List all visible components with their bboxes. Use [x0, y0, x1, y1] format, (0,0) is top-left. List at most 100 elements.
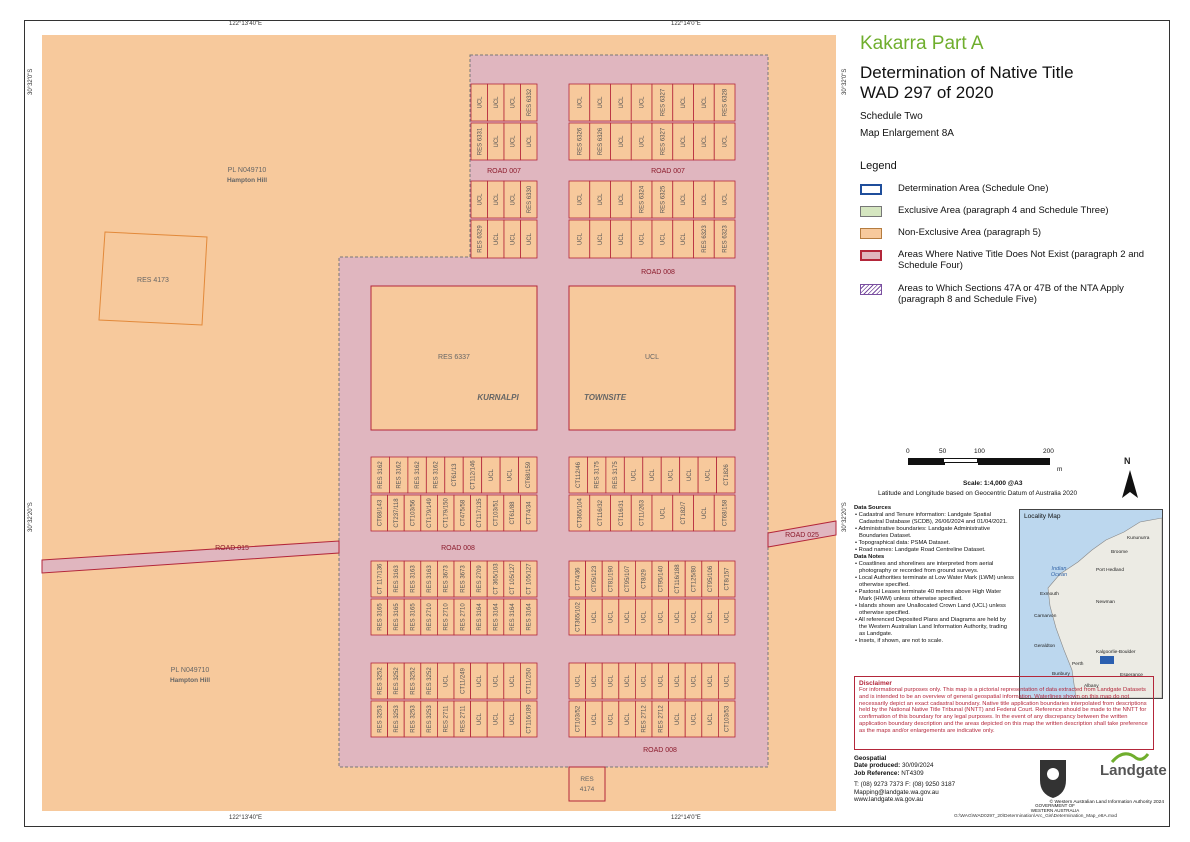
place-label: Newman — [1096, 600, 1115, 605]
lot-label: UCL — [592, 712, 598, 725]
job-label: Job Reference: — [854, 769, 900, 777]
lot-parcel: CT8/29 — [635, 560, 653, 598]
place-label: Perth — [1072, 662, 1084, 667]
scale-ratio: Scale: 1:4,000 @A3 — [963, 480, 1023, 487]
lot-parcel: UCL — [487, 180, 505, 219]
lot-label: UCL — [577, 96, 583, 109]
legend-item-exclusive: Exclusive Area (paragraph 4 and Schedule… — [860, 205, 1168, 217]
lot-label: CT8/29 — [642, 569, 648, 589]
map-title: Determination of Native Title WAD 297 of… — [860, 63, 1160, 103]
scale-tick-0: 0 — [906, 448, 910, 455]
legend-item-hatched: Areas to Which Sections 47A or 47B of th… — [860, 283, 1168, 305]
lot-parcel: RES 6327 — [651, 83, 674, 122]
lot-label: CT237/118 — [394, 498, 400, 528]
lot-label: RES 3162 — [434, 461, 440, 489]
lot-label: UCL — [609, 610, 615, 623]
geospatial-info: Geospatial Date produced: 30/09/2024 Job… — [854, 755, 1024, 803]
townsite-label: TOWNSITE — [584, 393, 627, 402]
lot-parcel: RES 6326 — [568, 122, 591, 161]
lot-label: RES 2712 — [658, 705, 664, 733]
lot-parcel: UCL — [630, 83, 653, 122]
legend-label: Non-Exclusive Area (paragraph 5) — [898, 227, 1042, 238]
lot-label: RES 6328 — [723, 88, 729, 116]
lot-parcel: CT11/249 — [453, 662, 472, 700]
lot-label: RES 6329 — [477, 225, 483, 253]
lot-parcel: UCL — [713, 122, 736, 161]
lot-parcel: UCL — [668, 598, 686, 636]
lot-parcel: UCL — [568, 662, 587, 700]
lot-parcel: UCL — [601, 662, 620, 700]
lot-label: RES 3162 — [378, 461, 384, 489]
lot-parcel: RES 2711 — [436, 700, 455, 738]
lot-parcel: RES 3164 — [470, 598, 488, 636]
lot-label: UCL — [658, 610, 664, 623]
lot-label: CT11/263 — [640, 499, 646, 526]
coord-bottom-left: 122°13'40"E — [229, 815, 263, 821]
ucl-block-label: UCL — [645, 354, 659, 361]
lot-label: RES 2710 — [460, 603, 466, 631]
lot-parcel: CT179/149 — [420, 494, 438, 532]
lot-label: RES 6330 — [527, 185, 533, 213]
coord-top-right: 122°14'0"E — [671, 21, 701, 27]
lot-parcel: RES 6325 — [651, 180, 674, 219]
contact-phone: T: (08) 9273 7373 F: (08) 9250 3187 — [854, 781, 956, 789]
legend-swatch-nt-not-exist — [860, 250, 882, 261]
lot-label: CT95/106 — [708, 565, 714, 592]
lot-parcel: CT61/13 — [444, 456, 464, 494]
lot-parcel: RES 6323 — [713, 219, 736, 259]
lot-label: UCL — [527, 232, 533, 245]
lot-parcel: UCL — [630, 219, 653, 259]
lot-parcel: UCL — [481, 456, 501, 494]
data-source-item: • Road names: Landgate Road Centreline D… — [855, 547, 986, 553]
ocean-label: Indian Ocean — [1050, 566, 1068, 578]
lot-label: UCL — [619, 232, 625, 245]
lot-label: RES 2710 — [444, 603, 450, 631]
lot-label: CT81/190 — [609, 565, 615, 592]
lot-parcel: RES 3162 — [407, 456, 427, 494]
lot-parcel: UCL — [503, 662, 521, 700]
lot-label: CT68/158 — [723, 499, 729, 526]
lot-label: UCL — [702, 193, 708, 206]
lot-label: RES 3165 — [377, 603, 383, 631]
road-008-label: ROAD 008 — [641, 269, 675, 276]
lot-parcel: UCL — [679, 456, 699, 494]
lot-label: RES 2710 — [427, 603, 433, 631]
determination-location-marker — [1100, 656, 1114, 664]
lot-label: CT116/31 — [619, 499, 625, 526]
road-025 — [767, 520, 837, 548]
contact-web[interactable]: www.landgate.wa.gov.au — [854, 796, 924, 804]
lot-label: UCL — [723, 135, 729, 148]
lot-label: UCL — [494, 193, 500, 206]
lot-label: CT116/188 — [675, 564, 681, 594]
lot-label: UCL — [723, 193, 729, 206]
datum-note: Latitude and Longitude based on Geocentr… — [878, 490, 1078, 497]
data-sources: Data Sources • Cadastral and Tenure info… — [854, 505, 1014, 645]
data-sources-heading: Data Sources — [854, 505, 892, 511]
lot-parcel: UCL — [486, 662, 505, 700]
lot-parcel: UCL — [503, 83, 521, 122]
lot-label: UCL — [510, 674, 516, 687]
lot-label: UCL — [640, 96, 646, 109]
lot-label: CT125/80 — [692, 565, 698, 592]
data-source-item: • Cadastral and Tenure information: Land… — [855, 512, 1008, 525]
lot-parcel: CT 117/136 — [370, 560, 389, 598]
lot-parcel: RES 3673 — [453, 560, 472, 598]
lot-label: CT11/250 — [527, 667, 533, 694]
lot-label: UCL — [575, 674, 581, 687]
schedule-label: Schedule Two — [860, 111, 923, 122]
lot-label: UCL — [642, 610, 648, 623]
lot-parcel: UCL — [684, 700, 703, 738]
contact-email[interactable]: Mapping@landgate.wa.gov.au — [854, 788, 939, 796]
lot-parcel: UCL — [623, 456, 644, 494]
lot-parcel: UCL — [487, 83, 505, 122]
lot-label: CT179/149 — [427, 497, 433, 527]
lot-parcel: RES 2710 — [420, 598, 438, 636]
lot-parcel: UCL — [589, 219, 611, 259]
place-label: Bunbury — [1052, 672, 1070, 677]
lot-parcel: RES 3163 — [403, 560, 422, 598]
lot-parcel: CT95/123 — [585, 560, 603, 598]
lot-label: RES 6325 — [660, 185, 666, 213]
lot-label: RES 6332 — [527, 88, 533, 116]
lot-label: RES 6324 — [640, 185, 646, 213]
lot-label: RES 2709 — [477, 565, 483, 593]
